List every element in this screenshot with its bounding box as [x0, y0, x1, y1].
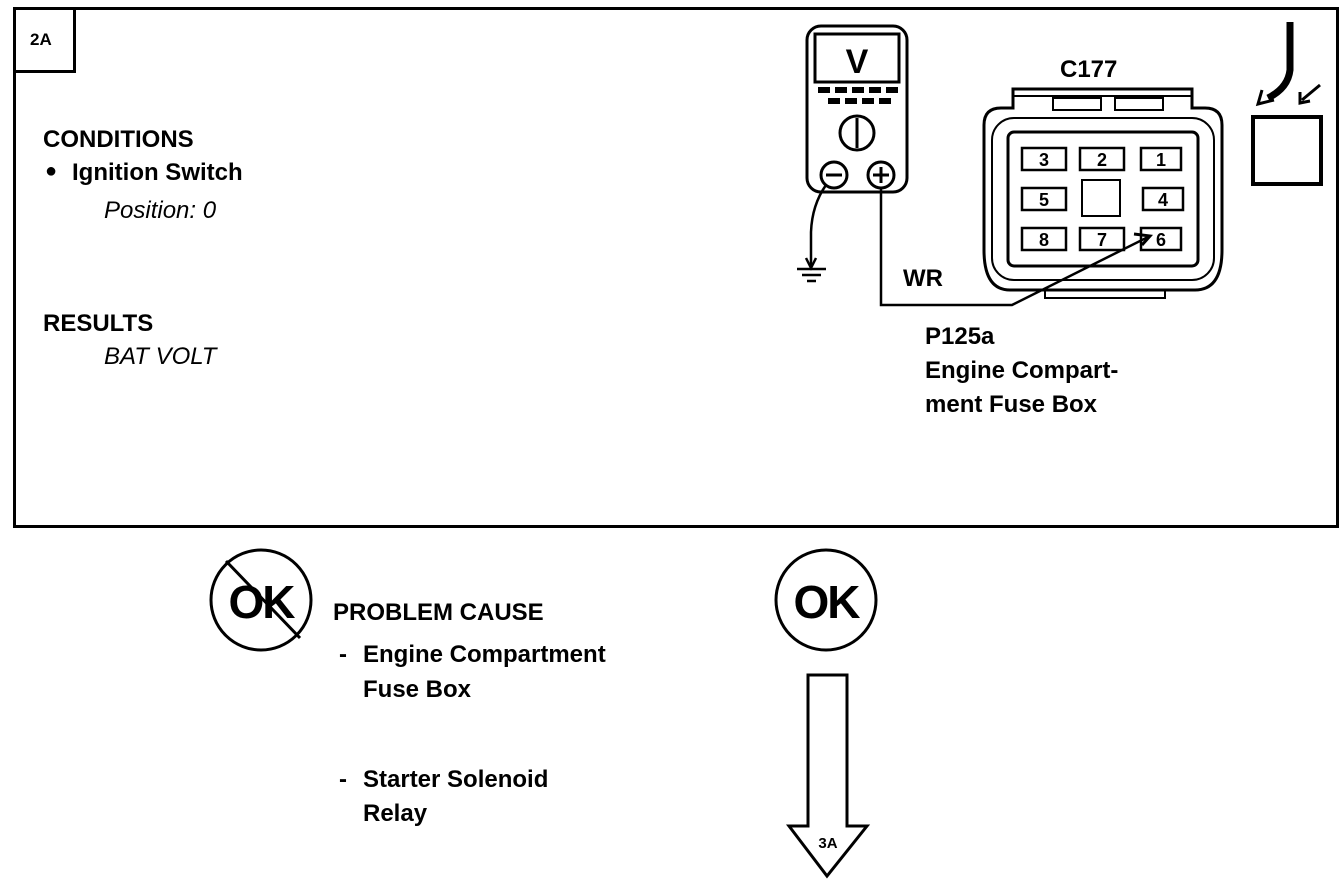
- results-value: BAT VOLT: [104, 343, 217, 370]
- pin-2: 2: [1097, 150, 1107, 170]
- cause-1-line-1: Engine Compartment: [363, 641, 606, 668]
- cause-1-line-2: Fuse Box: [363, 676, 472, 703]
- connector-id: C177: [1060, 56, 1118, 83]
- step-label-box: [13, 7, 76, 73]
- problem-cause-heading: PROBLEM CAUSE: [333, 599, 544, 626]
- meter-display: V: [846, 43, 869, 81]
- condition-position: Position: 0: [104, 197, 217, 224]
- location-code: P125a: [925, 323, 995, 350]
- dash-icon: -: [339, 641, 347, 668]
- voltmeter-icon: [805, 24, 909, 194]
- connector-c177-outline: [982, 87, 1224, 299]
- pin-7: 7: [1097, 230, 1107, 250]
- probe-icon: [1251, 22, 1323, 186]
- cause-2-line-2: Relay: [363, 800, 428, 827]
- ok-icon: [774, 548, 878, 652]
- results-heading: RESULTS: [43, 310, 154, 337]
- next-step-arrow-icon: [785, 673, 871, 879]
- pin-8: 8: [1039, 230, 1049, 250]
- location-line-2: ment Fuse Box: [925, 391, 1098, 418]
- next-step-label: 3A: [818, 835, 837, 852]
- pin-6: 6: [1156, 230, 1166, 250]
- dash-icon: -: [339, 766, 347, 793]
- positive-lead: [879, 189, 1154, 307]
- wire-color-label: WR: [903, 265, 943, 292]
- location-line-1: Engine Compart-: [925, 357, 1119, 384]
- pin-4: 4: [1158, 190, 1168, 210]
- step-label: 2A: [30, 30, 52, 49]
- condition-ignition-switch: Ignition Switch: [72, 159, 243, 186]
- pin-5: 5: [1039, 190, 1049, 210]
- not-ok-label: OK: [229, 576, 296, 628]
- test-step-frame: [13, 7, 1339, 528]
- ground-lead: [797, 184, 828, 283]
- conditions-heading: CONDITIONS: [43, 126, 194, 153]
- ok-label: OK: [794, 576, 861, 628]
- pin-1: 1: [1156, 150, 1166, 170]
- not-ok-icon: [209, 548, 313, 652]
- cause-2-line-1: Starter Solenoid: [363, 766, 549, 793]
- pin-3: 3: [1039, 150, 1049, 170]
- bullet-icon: ●: [45, 160, 58, 182]
